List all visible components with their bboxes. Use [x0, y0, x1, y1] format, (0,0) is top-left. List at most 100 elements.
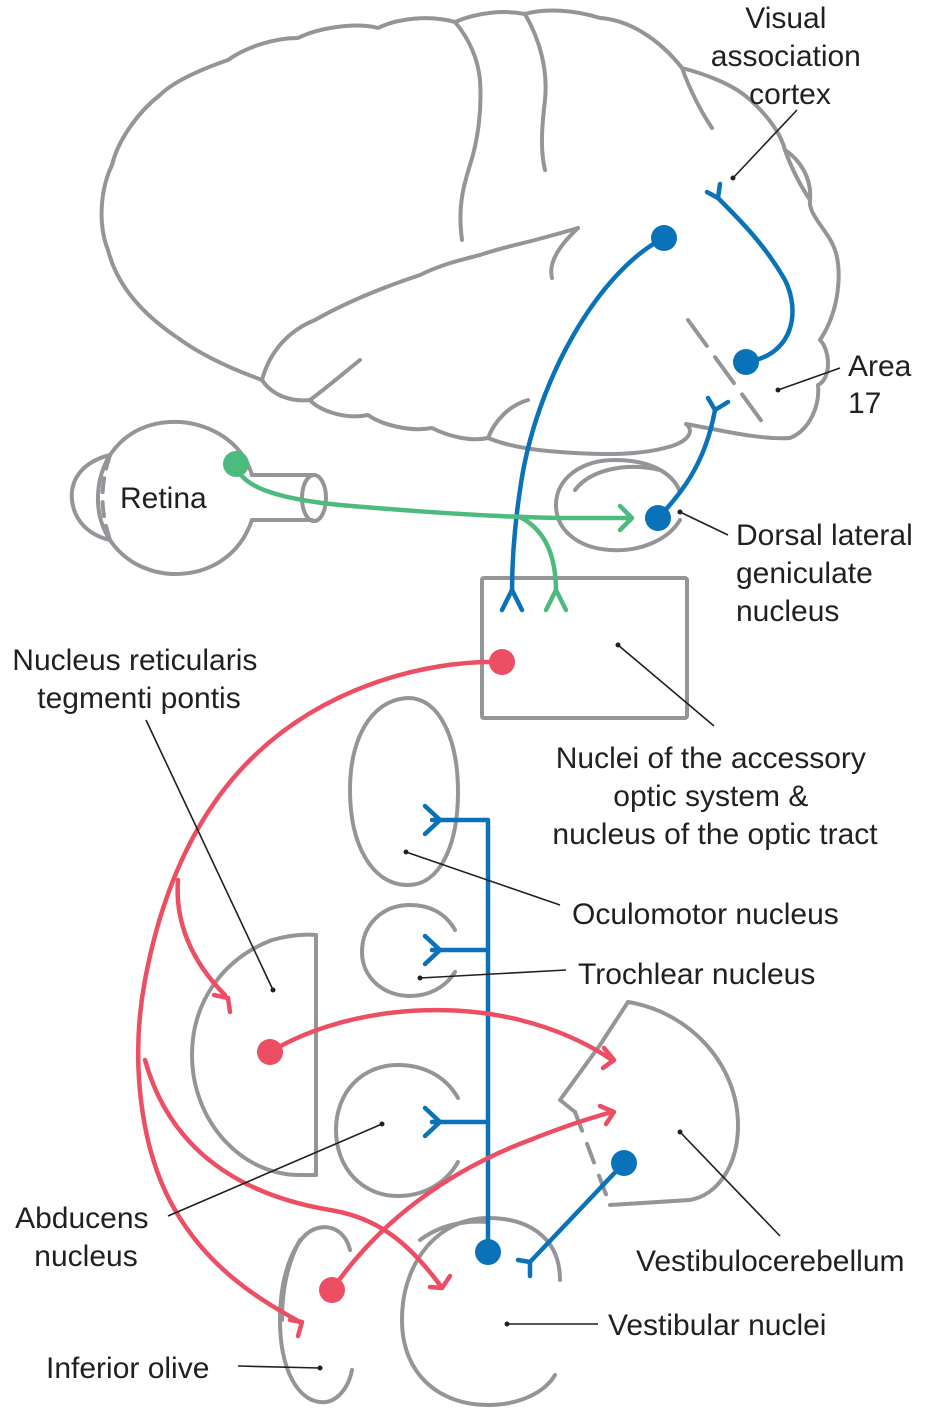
- leader-lines: [145, 109, 841, 1371]
- leader-dot-inferior-olive: [317, 1365, 323, 1371]
- frontal-sulcus-outline: [523, 12, 548, 172]
- trochlear-terminal: [422, 933, 443, 967]
- leader-area17: [777, 367, 841, 391]
- label-inferior-olive: Inferior olive: [46, 1352, 209, 1385]
- retinal-axon: [233, 461, 633, 521]
- area17-neuron-soma: [733, 349, 759, 375]
- aos-descending-axon: [136, 659, 505, 1325]
- vestibular-nuclei-inner-outline: [418, 1219, 490, 1242]
- retinal-axon-to-aos: [517, 514, 559, 595]
- eye-lens-dashed: [100, 453, 112, 542]
- vestibulocerebellum-outline: [608, 1000, 740, 1207]
- blue-pathways: [422, 181, 795, 1279]
- lgn-neuron-soma: [645, 505, 671, 531]
- cortex-to-aos-axon: [509, 235, 667, 595]
- association-terminal: [704, 181, 723, 201]
- abducens-nucleus-outline: [334, 1063, 460, 1198]
- olive-neuron-soma: [319, 1277, 345, 1303]
- vestibular-neuron-soma: [475, 1239, 501, 1265]
- lgn-terminal-green: [617, 503, 635, 533]
- anatomy-outlines: [69, 8, 841, 1407]
- inferior-olive-left-outline: [280, 1238, 302, 1322]
- leader-visual-association: [732, 109, 798, 179]
- leader-dot-vestibulocerebellum: [677, 1129, 683, 1135]
- label-retina: Retina: [120, 482, 207, 515]
- retinal-ganglion-soma: [223, 451, 249, 477]
- leader-dot-lgn: [677, 509, 683, 515]
- cerebellum-terminal-1: [600, 1045, 617, 1071]
- eye-outline: [95, 419, 254, 577]
- labels: Visual association cortex Area 17 Retina…: [12, 2, 921, 1385]
- label-vestibular-nuclei: Vestibular nuclei: [608, 1309, 826, 1342]
- olive-terminal: [287, 1317, 305, 1339]
- nrtp-to-cerebellum-axon: [267, 1007, 615, 1063]
- aos-to-nrtp-branch: [175, 877, 228, 998]
- vestibular-terminal-blue: [515, 1257, 533, 1279]
- label-trochlear-nucleus: Trochlear nucleus: [578, 958, 815, 991]
- label-nucleus-reticularis-tegmenti-pontis: Nucleus reticularis tegmenti pontis: [12, 644, 265, 715]
- label-vestibulocerebellum: Vestibulocerebellum: [636, 1245, 905, 1278]
- leader-dot-aos: [615, 642, 621, 648]
- aos-green-terminal: [543, 587, 569, 613]
- aos-blue-terminal: [499, 587, 525, 613]
- leader-dot-nrtp: [270, 987, 276, 993]
- leader-dot-visual-association: [730, 175, 736, 181]
- vestibulocerebellum-notch-outline: [558, 1000, 630, 1114]
- leader-oculomotor: [405, 851, 561, 906]
- leader-nrtp: [145, 719, 274, 991]
- leader-dot-trochlear: [417, 975, 423, 981]
- label-dorsal-lateral-geniculate-nucleus: Dorsal lateral geniculate nucleus: [736, 519, 921, 628]
- sylvian-fissure-outline: [260, 226, 580, 382]
- nrtp-outline: [190, 932, 318, 1177]
- nrtp-neuron-soma: [257, 1039, 283, 1065]
- red-pathways: [136, 649, 617, 1339]
- label-oculomotor-nucleus: Oculomotor nucleus: [572, 898, 839, 931]
- central-sulcus-outline: [453, 20, 483, 242]
- vestibulocerebellum-dashed: [573, 1110, 612, 1207]
- oculomotor-terminal: [422, 803, 443, 837]
- leader-lgn: [679, 511, 729, 536]
- leader-dot-vestibular-nuclei: [504, 1321, 510, 1327]
- area17-to-association-axon: [715, 195, 795, 365]
- vestibular-terminal-red: [427, 1273, 453, 1291]
- oculomotor-nucleus-outline: [348, 696, 460, 887]
- optic-nerve-outline: [250, 473, 314, 522]
- abducens-terminal: [422, 1105, 443, 1139]
- aos-neuron-soma: [489, 649, 515, 675]
- leader-dot-area17: [775, 387, 781, 393]
- cerebellum-to-vestibular-axon: [527, 1160, 627, 1265]
- leader-inferior-olive: [237, 1365, 321, 1369]
- leader-abducens: [167, 1123, 383, 1217]
- lower-temporal-sulcus-outline: [308, 358, 362, 402]
- leader-dot-abducens: [379, 1121, 385, 1127]
- nrtp-terminal: [211, 992, 233, 1015]
- green-pathways: [223, 451, 635, 613]
- lgn-outline: [554, 458, 682, 553]
- label-visual-association-cortex: Visual association cortex: [711, 2, 869, 111]
- inferior-sulcus-outline: [486, 398, 530, 440]
- vestibular-nuclei-outline: [400, 1216, 562, 1407]
- leader-trochlear: [419, 969, 567, 979]
- parietal-sulcus-outline: [783, 148, 812, 202]
- optic-nerve-end-outline: [300, 473, 328, 523]
- leader-vestibulocerebellum: [679, 1131, 781, 1237]
- accessory-optic-box: [480, 576, 689, 720]
- area17-terminal: [705, 395, 731, 413]
- aos-to-vestibular-branch: [142, 1057, 443, 1288]
- label-accessory-optic-system: Nuclei of the accessory optic system & n…: [552, 742, 878, 851]
- label-area-17: Area 17: [848, 350, 920, 420]
- cerebellum-terminal-2: [597, 1103, 617, 1127]
- cerebellum-neuron-soma: [611, 1150, 637, 1176]
- leader-aos: [617, 644, 715, 727]
- label-abducens-nucleus: Abducens nucleus: [15, 1202, 157, 1273]
- lgn-inner-outline: [573, 465, 662, 492]
- cerebral-cortex-outline: [99, 8, 841, 457]
- olive-to-cerebellum-axon: [329, 1109, 615, 1293]
- occipital-sulcus-outline: [680, 66, 714, 130]
- leader-dot-oculomotor: [403, 849, 409, 855]
- eye-cornea-outline: [69, 453, 112, 542]
- calcarine-fissure-dashed: [686, 318, 770, 432]
- vestibular-to-motor-axon: [429, 817, 491, 1255]
- cortex-neuron-soma: [651, 225, 677, 251]
